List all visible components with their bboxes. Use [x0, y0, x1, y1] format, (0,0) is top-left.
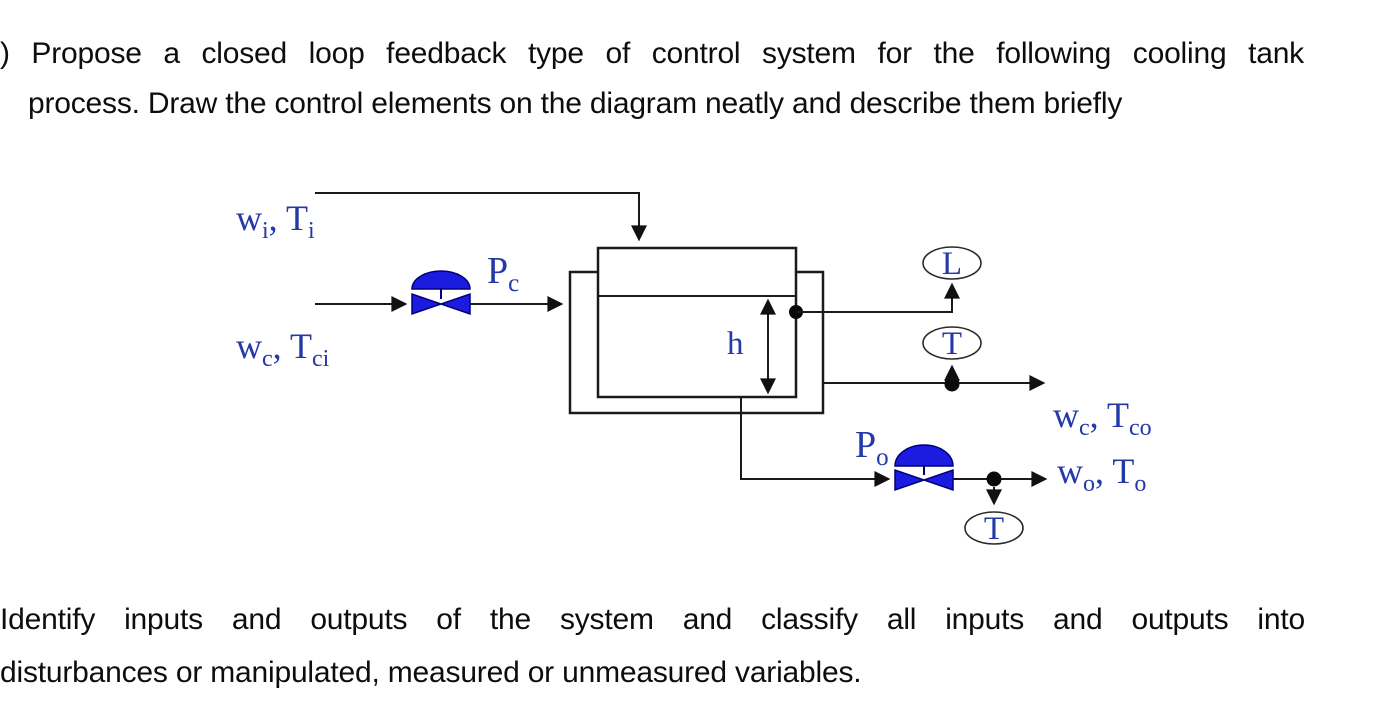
coolant-out-sub2: co — [1129, 415, 1152, 441]
coolant-in-mid: , T — [273, 326, 312, 366]
outflow-main: w — [1057, 451, 1083, 491]
coolant-in-sub2: ci — [312, 346, 330, 372]
outflow-sub2: o — [1134, 471, 1146, 497]
feed-stream-label: wi, Ti — [236, 198, 315, 244]
feed-main: w — [236, 198, 262, 238]
tank-drain-pipe — [740, 397, 891, 487]
coolant-in-sub1: c — [262, 346, 273, 372]
outlet-valve-body — [894, 468, 954, 492]
outlet-control-valve — [894, 444, 954, 492]
outflow-mid: , T — [1095, 451, 1134, 491]
outflow-sub1: o — [1083, 471, 1095, 497]
level-height-label: h — [727, 326, 744, 362]
level-sensor-circle — [922, 246, 982, 280]
coolant-temp-sensor-circle — [922, 326, 982, 360]
question-text-line-1: ) Propose a closed loop feedback type of… — [0, 37, 1304, 70]
coolant-out-sub1: c — [1079, 415, 1090, 441]
feed-sub2: i — [308, 218, 315, 244]
coolant-in-stream-label: wc, Tci — [236, 326, 330, 372]
feed-mid: , T — [269, 198, 308, 238]
outlet-valve-label-sub: o — [876, 444, 889, 471]
level-sensor-label: L — [942, 246, 962, 282]
outflow-temp-sensor-label: T — [984, 511, 1004, 547]
tank-outline — [596, 246, 798, 399]
coolant-out-main: w — [1053, 395, 1079, 435]
coolant-out-stream-label: wc, Tco — [1053, 395, 1152, 441]
coolant-temp-sensor-label: T — [942, 326, 962, 362]
inlet-valve-label: Pc — [487, 250, 519, 297]
task-text-line-2: disturbances or manipulated, measured or… — [0, 656, 862, 689]
inlet-control-valve — [411, 270, 471, 316]
outlet-valve-label-main: P — [855, 424, 876, 466]
outflow-temp-sensor-circle — [964, 511, 1024, 545]
feed-inlet-pipe — [315, 192, 647, 242]
question-text-line-2: process. Draw the control elements on th… — [28, 87, 1123, 120]
level-signal-line — [796, 282, 960, 313]
coolant-out-mid: , T — [1090, 395, 1129, 435]
feed-sub1: i — [262, 218, 269, 244]
task-text-line-1: Identify inputs and outputs of the syste… — [0, 603, 1305, 636]
outlet-valve-actuator-dome — [894, 444, 954, 467]
outflow-junction-dot — [986, 471, 1002, 487]
inlet-valve-body — [411, 292, 471, 316]
inlet-valve-label-sub: c — [508, 270, 519, 297]
inlet-valve-actuator-dome — [411, 270, 471, 290]
coolant-in-main: w — [236, 326, 262, 366]
outflow-stream-label: wo, To — [1057, 451, 1146, 497]
inlet-valve-label-main: P — [487, 250, 508, 292]
outlet-valve-label: Po — [855, 424, 889, 471]
